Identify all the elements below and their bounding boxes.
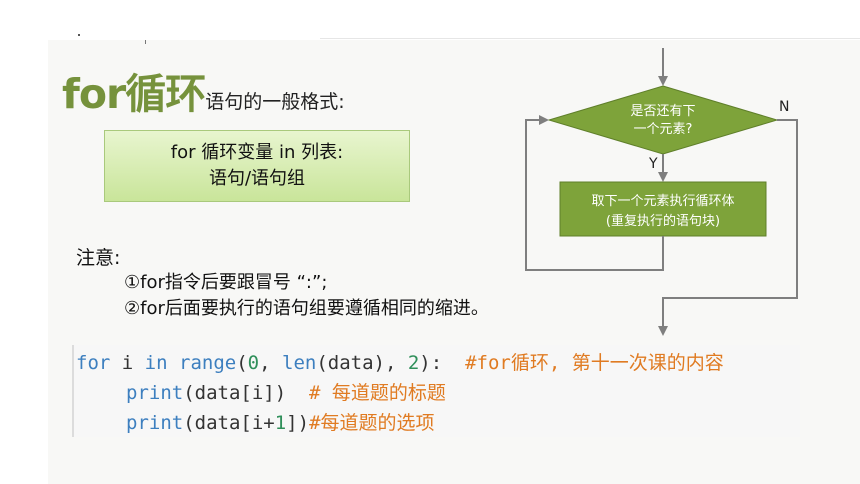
code-block: for i in range(0, len(data), 2): #for循环,… xyxy=(72,345,800,437)
decor-dot xyxy=(145,40,146,44)
syntax-line-1: for 循环变量 in 列表: xyxy=(170,142,344,163)
code-comment: #每道题的选项 xyxy=(309,412,435,434)
code-number: 1 xyxy=(274,412,287,434)
code-args: (data[i+ xyxy=(183,412,275,434)
code-func-print: print xyxy=(126,382,184,404)
code-args: (data[i]) xyxy=(183,382,310,404)
no-label: N xyxy=(779,99,789,115)
process-text-2: (重复执行的语句块) xyxy=(606,213,720,229)
code-comment: # 每道题的标题 xyxy=(309,382,446,404)
code-keyword-in: in xyxy=(144,352,168,374)
code-comment: #for循环, 第十一次课的内容 xyxy=(465,352,724,374)
code-line-1: for i in range(0, len(data), 2): #for循环,… xyxy=(76,348,724,375)
syntax-box: for 循环变量 in 列表: 语句/语句组 xyxy=(104,130,410,202)
code-close: ): xyxy=(419,352,466,374)
code-space xyxy=(168,352,179,374)
code-func-print: print xyxy=(126,412,184,434)
code-line-3: print(data[i+1])#每道题的选项 xyxy=(126,408,435,435)
code-number: 0 xyxy=(247,352,260,374)
code-func-range: range xyxy=(179,352,237,374)
loop-flowchart: 是否还有下 一个元素? Y 取下一个元素执行循环体 (重复执行的语句块) N xyxy=(525,48,798,336)
syntax-line-2: 语句/语句组 xyxy=(208,168,306,189)
note-item-1: ①for指令后要跟冒号 “:”; xyxy=(124,272,328,293)
exit-arrow xyxy=(658,119,798,336)
title-keyword: for循环 xyxy=(62,70,206,118)
code-close: ]) xyxy=(286,412,310,434)
code-number: 2 xyxy=(407,352,420,374)
code-keyword-for: for xyxy=(76,352,111,374)
code-line-2: print(data[i]) # 每道题的标题 xyxy=(126,378,446,405)
code-sep: , xyxy=(259,352,282,374)
top-divider xyxy=(320,38,860,39)
decision-text-2: 一个元素? xyxy=(634,122,693,137)
code-func-len: len xyxy=(282,352,317,374)
note-heading: 注意: xyxy=(76,247,121,269)
slide-title: for循环语句的一般格式: xyxy=(62,60,345,120)
code-args: (data), xyxy=(316,352,408,374)
decor-dot xyxy=(78,34,80,36)
note-item-2: ②for后面要执行的语句组要遵循相同的缩进。 xyxy=(124,298,489,319)
process-box xyxy=(559,181,767,237)
code-paren: ( xyxy=(236,352,248,374)
title-subtitle: 语句的一般格式: xyxy=(205,91,345,113)
yes-label: Y xyxy=(648,156,658,172)
process-text-1: 取下一个元素执行循环体 xyxy=(591,194,734,209)
loop-back-arrow xyxy=(525,115,664,271)
code-var: i xyxy=(110,352,145,374)
decision-diamond xyxy=(547,85,779,155)
decision-text-1: 是否还有下 xyxy=(630,104,695,119)
